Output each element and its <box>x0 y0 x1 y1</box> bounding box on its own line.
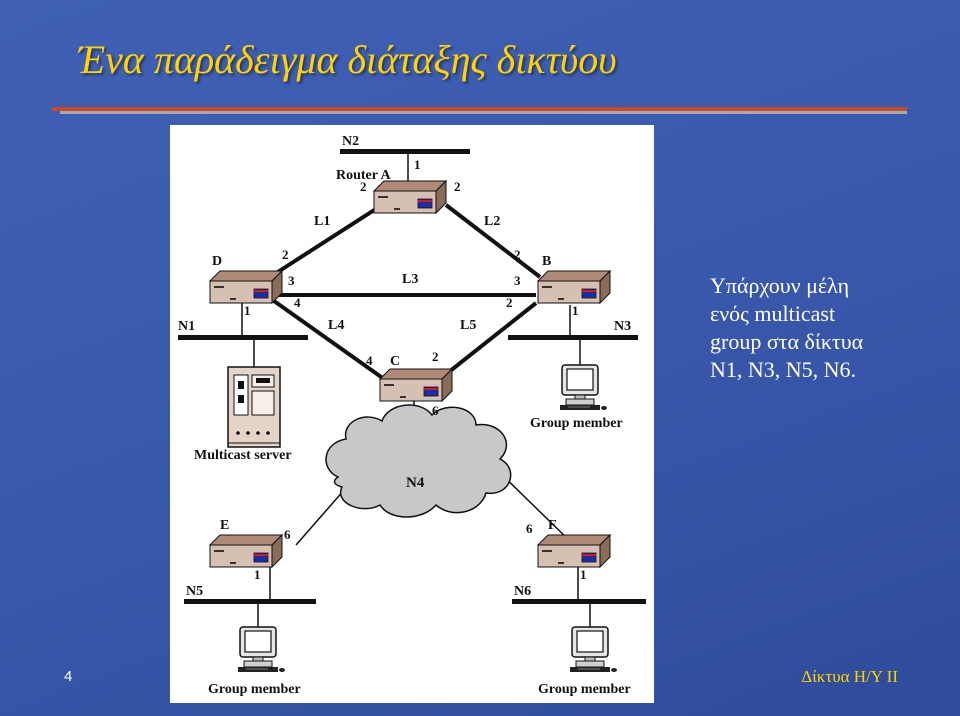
port-b-n3: 1 <box>572 303 579 318</box>
link-l4 <box>272 299 386 381</box>
label-n5: N5 <box>186 584 203 599</box>
router-f <box>537 534 611 568</box>
router-a <box>373 180 447 214</box>
side-note: Υπάρχουν μέλη ενός multicast group στα δ… <box>710 272 950 384</box>
port-d-n1: 1 <box>244 303 251 318</box>
label-n4: N4 <box>406 475 425 491</box>
port-f-n6: 1 <box>580 567 587 582</box>
port-b-l5: 2 <box>506 295 513 310</box>
label-link-l5: L5 <box>460 318 476 333</box>
group-member-n6-icon <box>569 626 618 673</box>
port-d-l4: 4 <box>294 295 301 310</box>
page-number: 4 <box>64 668 73 685</box>
port-a-left: 2 <box>360 179 367 194</box>
router-d <box>209 270 283 304</box>
router-b <box>537 270 611 304</box>
label-router-d: D <box>212 254 222 269</box>
network-n6-bar <box>512 599 646 604</box>
slide-title: Ένα παράδειγμα διάταξης δικτύου <box>78 37 617 82</box>
group-member-n3-icon <box>559 364 608 411</box>
network-n5-bar <box>184 599 316 604</box>
network-segments <box>178 149 646 604</box>
port-b-l3: 3 <box>514 273 521 288</box>
label-group-member-n6: Group member <box>538 682 631 697</box>
link-l2 <box>444 203 542 279</box>
label-router-f: F <box>548 518 557 533</box>
network-n2-bar <box>340 149 470 154</box>
port-d-top: 2 <box>282 247 289 262</box>
port-d-l3: 3 <box>288 273 295 288</box>
title-underline <box>52 107 907 114</box>
side-note-line-3: group στα δίκτυα <box>710 329 864 354</box>
router-links <box>268 203 542 381</box>
label-link-l1: L1 <box>314 214 330 229</box>
group-member-n5-icon <box>237 626 286 673</box>
network-n1-bar <box>178 335 308 340</box>
label-router-a: Router A <box>336 168 391 183</box>
port-c-l4: 4 <box>366 353 373 368</box>
footer-course-title: Δίκτυα Η/Υ ΙΙ <box>801 667 898 686</box>
label-n6: N6 <box>514 584 531 599</box>
link-l1 <box>268 203 384 279</box>
port-b-top: 2 <box>514 247 521 262</box>
label-n2: N2 <box>342 134 359 149</box>
label-link-l4: L4 <box>328 318 344 333</box>
label-router-c: C <box>390 354 400 369</box>
side-note-line-4: N1, N3, N5, N6. <box>710 357 857 382</box>
port-f-n4: 6 <box>526 521 533 536</box>
router-e <box>209 534 283 568</box>
label-link-l2: L2 <box>484 214 500 229</box>
network-n3-bar <box>508 335 638 340</box>
label-router-e: E <box>220 518 229 533</box>
label-multicast-server: Multicast server <box>194 448 292 463</box>
label-n1: N1 <box>178 319 195 334</box>
multicast-server-icon <box>227 366 281 448</box>
router-c <box>379 368 453 402</box>
label-n3: N3 <box>614 319 631 334</box>
port-a-right: 2 <box>454 179 461 194</box>
port-numbers: 1 2 2 2 3 4 1 2 3 2 1 4 2 6 6 1 6 1 <box>244 157 587 582</box>
port-a-top: 1 <box>414 157 421 172</box>
network-n4-cloud <box>325 404 512 518</box>
port-e-n4: 6 <box>284 527 291 542</box>
link-l5 <box>438 301 538 381</box>
port-c-l5: 2 <box>432 349 439 364</box>
label-link-l3: L3 <box>402 272 418 287</box>
port-c-n4: 6 <box>432 403 439 418</box>
label-group-member-n3: Group member <box>530 416 623 431</box>
label-router-b: B <box>542 254 551 269</box>
label-group-member-n5: Group member <box>208 682 301 697</box>
side-note-line-2: ενός multicast <box>710 301 836 326</box>
port-e-n5: 1 <box>254 567 261 582</box>
network-diagram: N2 N1 N3 N4 N5 N6 Router A D B C E F L1 … <box>170 125 654 703</box>
side-note-line-1: Υπάρχουν μέλη <box>710 273 850 298</box>
